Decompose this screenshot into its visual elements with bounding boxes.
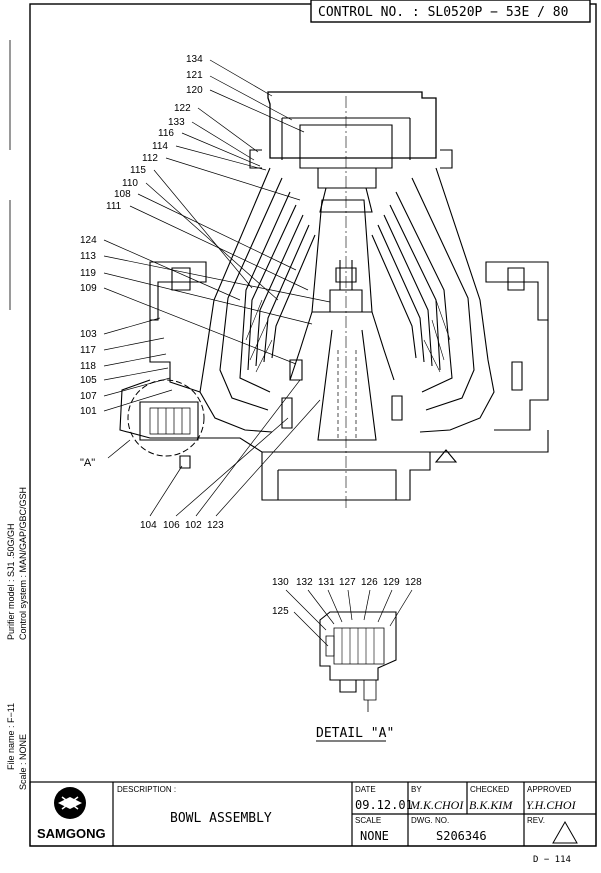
checked-value: B.K.KIM <box>469 798 513 812</box>
callout-127: 127 <box>339 577 356 588</box>
callout-101: 101 <box>80 406 97 417</box>
callout-117: 117 <box>80 345 96 356</box>
callout-111: 111 <box>106 201 122 212</box>
samgong-logo <box>54 787 86 819</box>
callout-119: 119 <box>80 268 96 279</box>
rev-label: REV. <box>527 816 545 825</box>
dwg-no-value: S206346 <box>436 829 487 843</box>
checked-label: CHECKED <box>470 785 509 794</box>
by-value: M.K.CHOI <box>409 798 464 812</box>
approved-label: APPROVED <box>527 785 572 794</box>
dwg-no-label: DWG. NO. <box>411 816 449 825</box>
callout-103: 103 <box>80 329 97 340</box>
margin-scale: Scale : NONE <box>18 734 28 790</box>
callout-130: 130 <box>272 577 289 588</box>
by-label: BY <box>411 785 422 794</box>
callout-118: 118 <box>80 361 96 372</box>
callouts-bottom: 104 106 102 123 <box>140 520 224 531</box>
margin-file-name: File name : F−11 <box>6 703 16 770</box>
callout-113: 113 <box>80 251 96 262</box>
callout-102: 102 <box>185 520 202 531</box>
callout-124: 124 <box>80 235 97 246</box>
control-number-box: CONTROL NO. : SL0520P − 53E / 80 <box>310 0 591 23</box>
callout-123: 123 <box>207 520 224 531</box>
margin-purifier-model: Purifier model : SJ1 .50G/GH <box>6 523 16 640</box>
callout-121: 121 <box>186 70 203 81</box>
callout-131: 131 <box>318 577 335 588</box>
callout-132: 132 <box>296 577 313 588</box>
callout-112: 112 <box>142 153 158 164</box>
callout-128: 128 <box>405 577 422 588</box>
detail-a-title: DETAIL "A" <box>316 726 394 741</box>
callouts-left: 134 121 120 122 133 116 114 112 115 110 … <box>80 54 203 417</box>
callout-109: 109 <box>80 283 97 294</box>
callout-133: 133 <box>168 117 185 128</box>
callout-106: 106 <box>163 520 180 531</box>
callout-108: 108 <box>114 189 131 200</box>
margin-control-system: Control system : MAN/GAP/GBC/GSH <box>18 487 28 640</box>
callout-107: 107 <box>80 391 97 402</box>
control-number: CONTROL NO. : SL0520P − 53E / 80 <box>318 5 568 20</box>
revision-triangle-icon <box>552 820 578 844</box>
description-label: DESCRIPTION : <box>117 785 176 794</box>
sheet-border <box>29 3 597 847</box>
detail-a-drawing <box>285 589 413 712</box>
bowl-assembly-drawing <box>119 91 549 510</box>
title-block <box>29 781 597 847</box>
callout-115: 115 <box>130 165 146 176</box>
callout-125: 125 <box>272 606 289 617</box>
scale-label: SCALE <box>355 816 381 825</box>
detail-a-marker: "A" <box>80 457 95 469</box>
callout-104: 104 <box>140 520 157 531</box>
description-value: BOWL ASSEMBLY <box>170 811 272 826</box>
callout-126: 126 <box>361 577 378 588</box>
detail-callouts: 130 132 131 127 126 129 128 125 <box>272 577 422 617</box>
callout-122: 122 <box>174 103 191 114</box>
approved-value: Y.H.CHOI <box>526 798 577 812</box>
callout-110: 110 <box>122 178 138 189</box>
callout-129: 129 <box>383 577 400 588</box>
date-label: DATE <box>355 785 376 794</box>
scale-value: NONE <box>360 829 389 843</box>
margin-info: File name : F−11 Purifier model : SJ1 .5… <box>6 40 28 790</box>
date-value: 09.12.01 <box>355 798 413 812</box>
callout-105: 105 <box>80 375 97 386</box>
callout-134: 134 <box>186 54 203 65</box>
leader-lines <box>103 59 331 517</box>
callout-114: 114 <box>152 141 168 152</box>
page-number: D − 114 <box>533 855 571 865</box>
callout-116: 116 <box>158 128 174 139</box>
callout-120: 120 <box>186 85 203 96</box>
company-name: SAMGONG <box>37 826 106 841</box>
